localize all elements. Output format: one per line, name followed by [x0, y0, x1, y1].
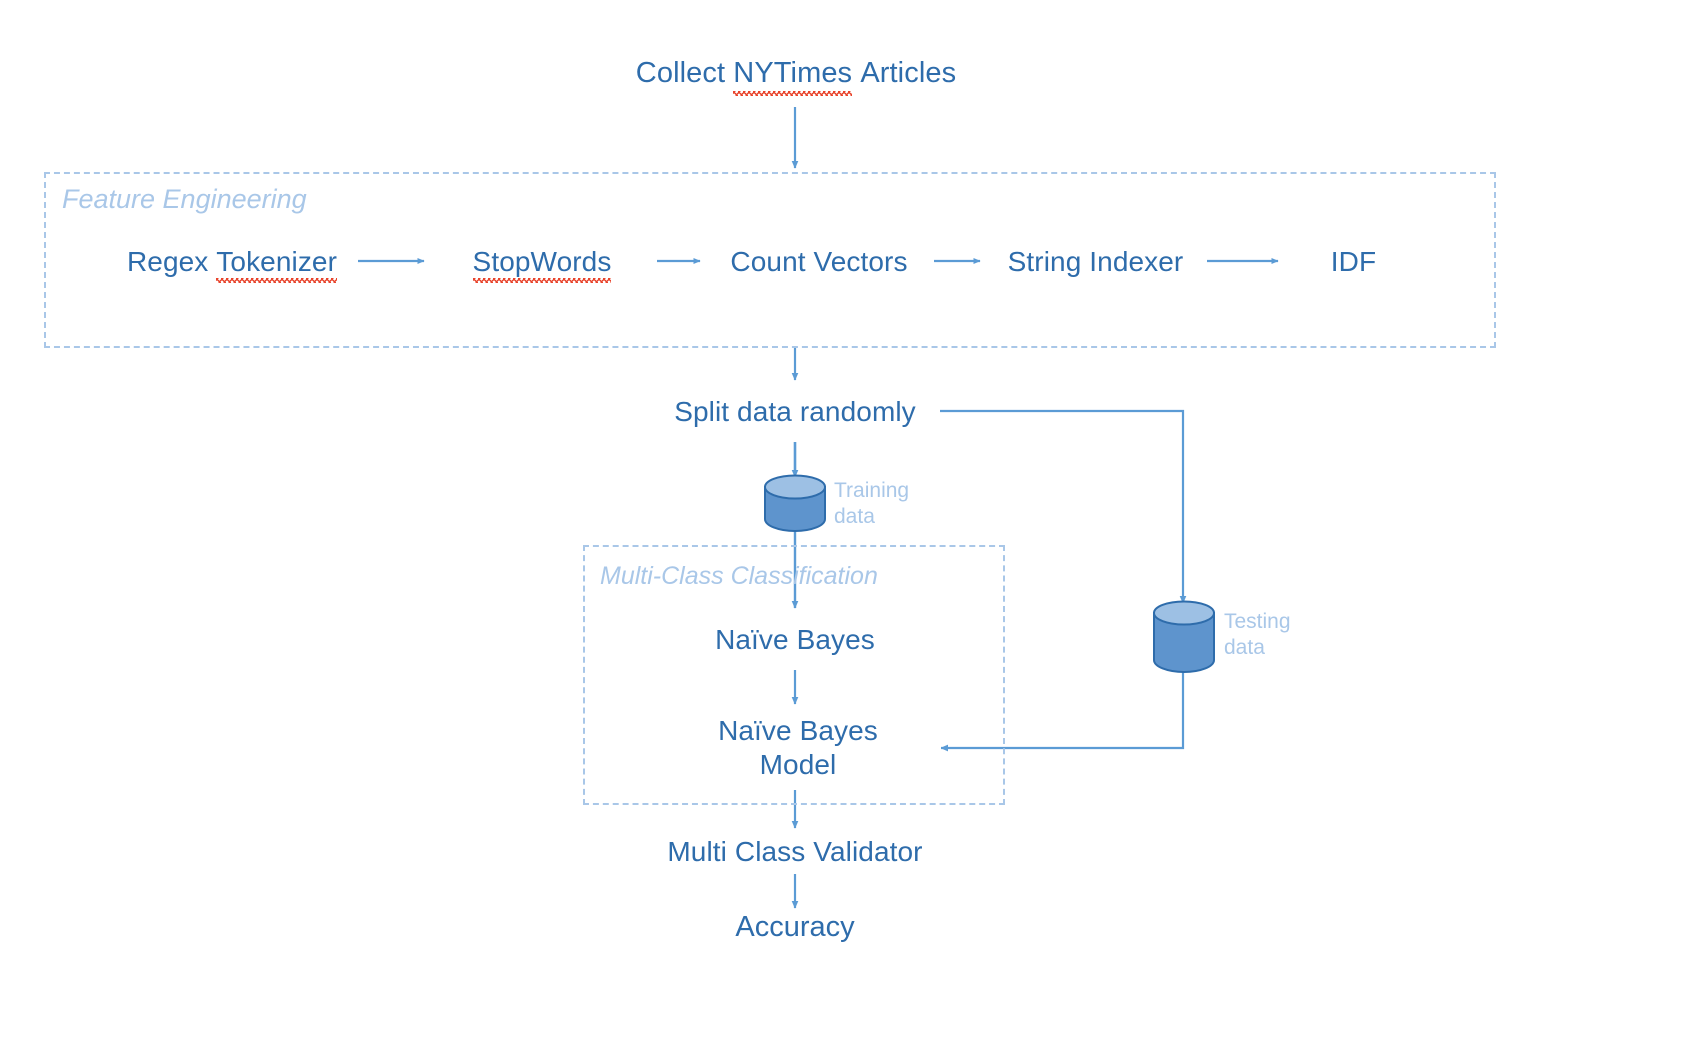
node-naive-bayes[interactable]: Naïve Bayes — [680, 609, 910, 670]
node-count-vectors[interactable]: Count Vectors — [704, 228, 934, 295]
node-label: Count Vectors — [730, 245, 908, 277]
group-label-multi-class-classification: Multi-Class Classification — [600, 562, 878, 590]
node-label: IDF — [1330, 245, 1377, 277]
node-multi-class-validator[interactable]: Multi Class Validator — [637, 829, 953, 874]
node-regex-tokenizer[interactable]: Regex Tokenizer — [106, 228, 358, 295]
node-label: Split data randomly — [674, 395, 916, 427]
cylinder-training-data — [761, 474, 829, 532]
node-naive-bayes-model[interactable]: Naïve Bayes Model — [655, 705, 941, 790]
node-collect-nytimes-articles[interactable]: Collect NYTimes Articles — [602, 40, 990, 107]
node-label: StopWords — [472, 245, 612, 284]
node-idf[interactable]: IDF — [1281, 228, 1426, 295]
node-label: Naïve Bayes Model — [718, 715, 878, 780]
label-training-data: Training data — [834, 479, 910, 528]
node-label: Multi Class Validator — [667, 835, 923, 867]
node-split-data-randomly[interactable]: Split data randomly — [650, 381, 940, 442]
group-label-feature-engineering: Feature Engineering — [62, 184, 307, 214]
label-testing-data: Testing data — [1224, 610, 1291, 659]
node-string-indexer[interactable]: String Indexer — [984, 228, 1207, 295]
node-label: Naïve Bayes — [715, 623, 875, 655]
node-label: Collect NYTimes Articles — [635, 57, 957, 96]
node-stopwords[interactable]: StopWords — [427, 228, 657, 295]
spellcheck-word: NYTimes — [733, 57, 853, 96]
spellcheck-word: Tokenizer — [216, 245, 338, 284]
text-accuracy: Accuracy — [735, 911, 855, 943]
cylinder-testing-data — [1150, 600, 1218, 674]
group-feature-engineering — [44, 172, 1496, 348]
node-label: Regex Tokenizer — [126, 245, 338, 284]
node-label: String Indexer — [1007, 245, 1184, 277]
spellcheck-word: StopWords — [472, 245, 612, 284]
group-multi-class-classification — [583, 545, 1005, 805]
